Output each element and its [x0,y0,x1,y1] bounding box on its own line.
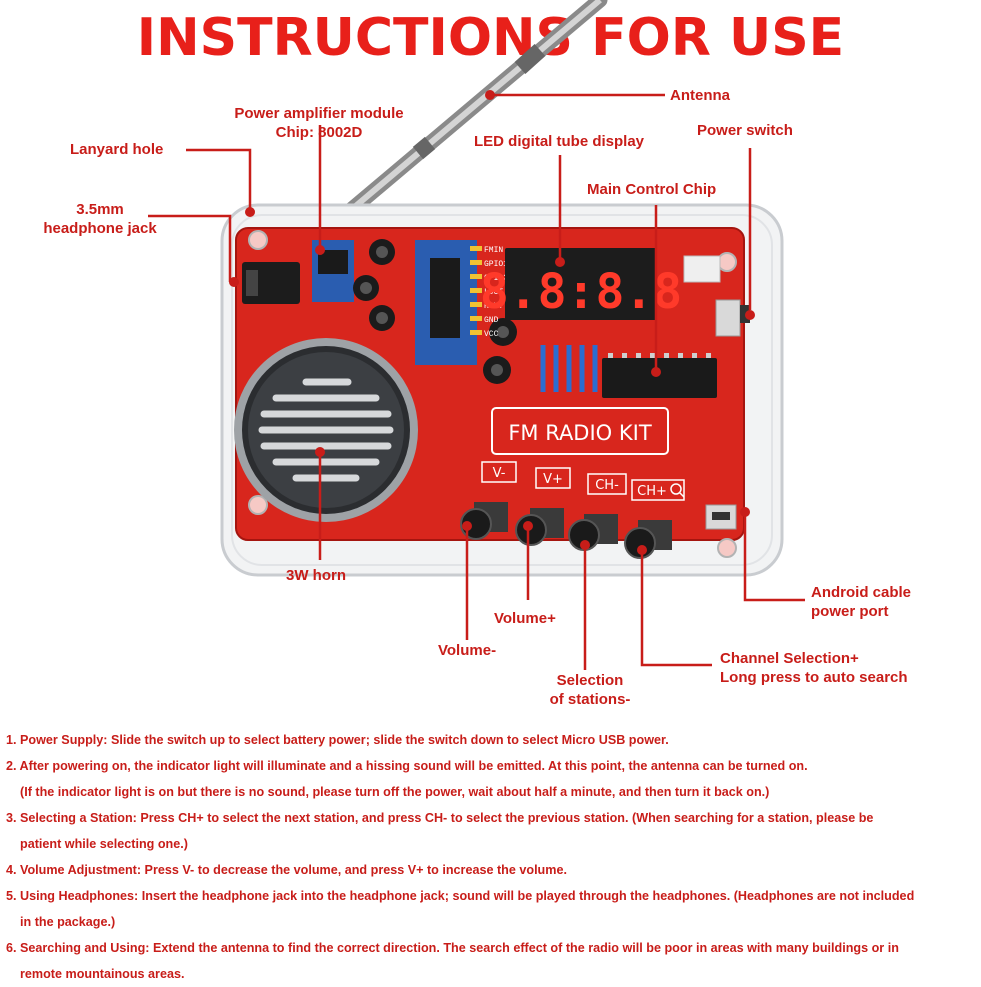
button-label-ch-plus: CH+ [637,484,667,499]
label-led-display: LED digital tube display [474,133,645,150]
instruction-6: 6. Searching and Using: Extend the anten… [6,941,899,955]
instruction-5-cont: in the package.) [20,915,116,929]
label-android-port: Android cable power port [811,583,911,621]
label-volume-minus: Volume- [438,642,497,659]
instruction-5: 5. Using Headphones: Insert the headphon… [6,889,915,903]
pin-label: GPIO2 [484,274,508,283]
label-volume-plus: Volume+ [494,610,556,627]
led-display [505,248,657,320]
label-selection-line1: Selection [556,672,624,689]
antenna [337,0,608,223]
label-channel-line1: Channel Selection+ [720,650,859,667]
label-headphone-line1: 3.5mm [76,201,124,218]
button-label-v-minus: V- [493,466,506,481]
pin-label: ROUT [484,302,503,311]
label-lanyard-hole: Lanyard hole [70,141,164,158]
capacitors [353,239,517,384]
label-power-switch: Power switch [697,122,793,139]
kit-label: FM RADIO KIT [508,421,652,445]
label-headphone-line2: headphone jack [43,220,157,237]
pin-label: GND [484,316,499,325]
resistors [540,345,598,392]
label-main-chip: Main Control Chip [587,181,717,198]
label-power-amp-line1: Power amplifier module [234,105,404,122]
label-android-line2: power port [811,603,889,620]
instruction-2-note: (If the indicator light is on but there … [20,785,770,799]
label-android-line1: Android cable [811,584,912,601]
callout-lines [148,93,805,670]
instruction-2: 2. After powering on, the indicator ligh… [6,759,808,773]
instructions-list: 1. Power Supply: Slide the switch up to … [6,727,966,987]
instruction-3: 3. Selecting a Station: Press CH+ to sel… [6,811,874,825]
pin-label: FMIN [484,246,503,255]
main-control-chip [602,358,717,398]
instruction-3-cont: patient while selecting one.) [20,837,188,851]
pin-label: GPIO1 [484,260,508,269]
pin-label: LOUT [484,288,503,297]
pin-label: VCC [484,330,499,339]
page-title: INSTRUCTIONS FOR USE [136,8,845,68]
button-label-v-plus: V+ [543,472,563,487]
button-label-ch-minus: CH- [595,478,619,493]
push-buttons [460,502,672,559]
label-power-amp-line2: Chip: 8002D [275,124,363,141]
speaker-grille [258,378,394,482]
instruction-4: 4. Volume Adjustment: Press V- to decrea… [6,863,567,877]
instruction-6-cont: remote mountainous areas. [20,967,185,981]
power-switch [715,299,741,337]
label-power-amp: Power amplifier module Chip: 8002D [216,104,422,142]
display-digits: 8.8:8.8 [480,264,682,320]
instruction-1: 1. Power Supply: Slide the switch up to … [6,733,669,747]
label-channel-line2: Long press to auto search [720,669,908,686]
label-headphone-jack: 3.5mm headphone jack [30,200,170,238]
label-channel-plus: Channel Selection+ Long press to auto se… [720,649,908,687]
label-antenna: Antenna [670,87,730,104]
label-horn: 3W horn [286,567,346,584]
label-selection-minus: Selection of stations- [520,671,660,709]
label-selection-line2: of stations- [549,691,631,708]
